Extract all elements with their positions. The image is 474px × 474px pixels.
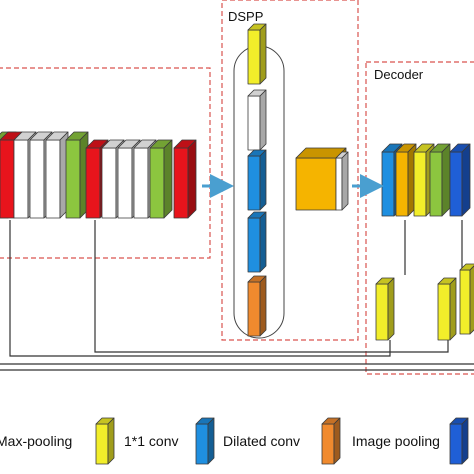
feature-blocks — [0, 23, 474, 341]
legend-label-2: Dilated conv — [223, 433, 300, 449]
decoder-block-green — [429, 143, 451, 217]
decoder-conv-block-2 — [437, 277, 457, 341]
encoder-region — [0, 67, 211, 259]
dspp-block-orange — [247, 275, 267, 337]
legend-swatch-3 — [321, 417, 341, 465]
decoder-region — [365, 61, 474, 375]
dspp-region — [221, 0, 359, 341]
legend-swatch-2 — [195, 417, 215, 465]
decoder-conv-block-3 — [459, 263, 474, 335]
decoder-block-darkblue — [449, 143, 471, 217]
decoder-label: Decoder — [374, 67, 424, 82]
encoder-block-white — [45, 131, 69, 219]
skip-connections — [0, 220, 474, 371]
encoder-block-green — [65, 131, 89, 219]
dspp-block-white — [247, 89, 267, 151]
legend-label-max-pooling: Max-pooling — [0, 433, 72, 449]
legend-swatch-1 — [95, 417, 115, 465]
decoder-block-gold — [395, 143, 417, 217]
legend-label-1: 1*1 conv — [124, 433, 178, 449]
dspp-block-yellow — [247, 23, 267, 85]
dspp-block-blue — [247, 149, 267, 211]
encoder-block-green — [149, 139, 173, 219]
dspp-label: DSPP — [228, 9, 263, 24]
legend-swatch-4 — [449, 417, 469, 465]
legend-label-3: Image pooling — [352, 433, 440, 449]
encoder-block-red — [173, 139, 197, 219]
dspp-output-cap — [335, 151, 349, 211]
legend: Max-pooling 1*1 conv Dilated conv Image poo… — [0, 417, 469, 465]
dspp-block-blue — [247, 211, 267, 273]
decoder-conv-block-1 — [375, 277, 395, 341]
